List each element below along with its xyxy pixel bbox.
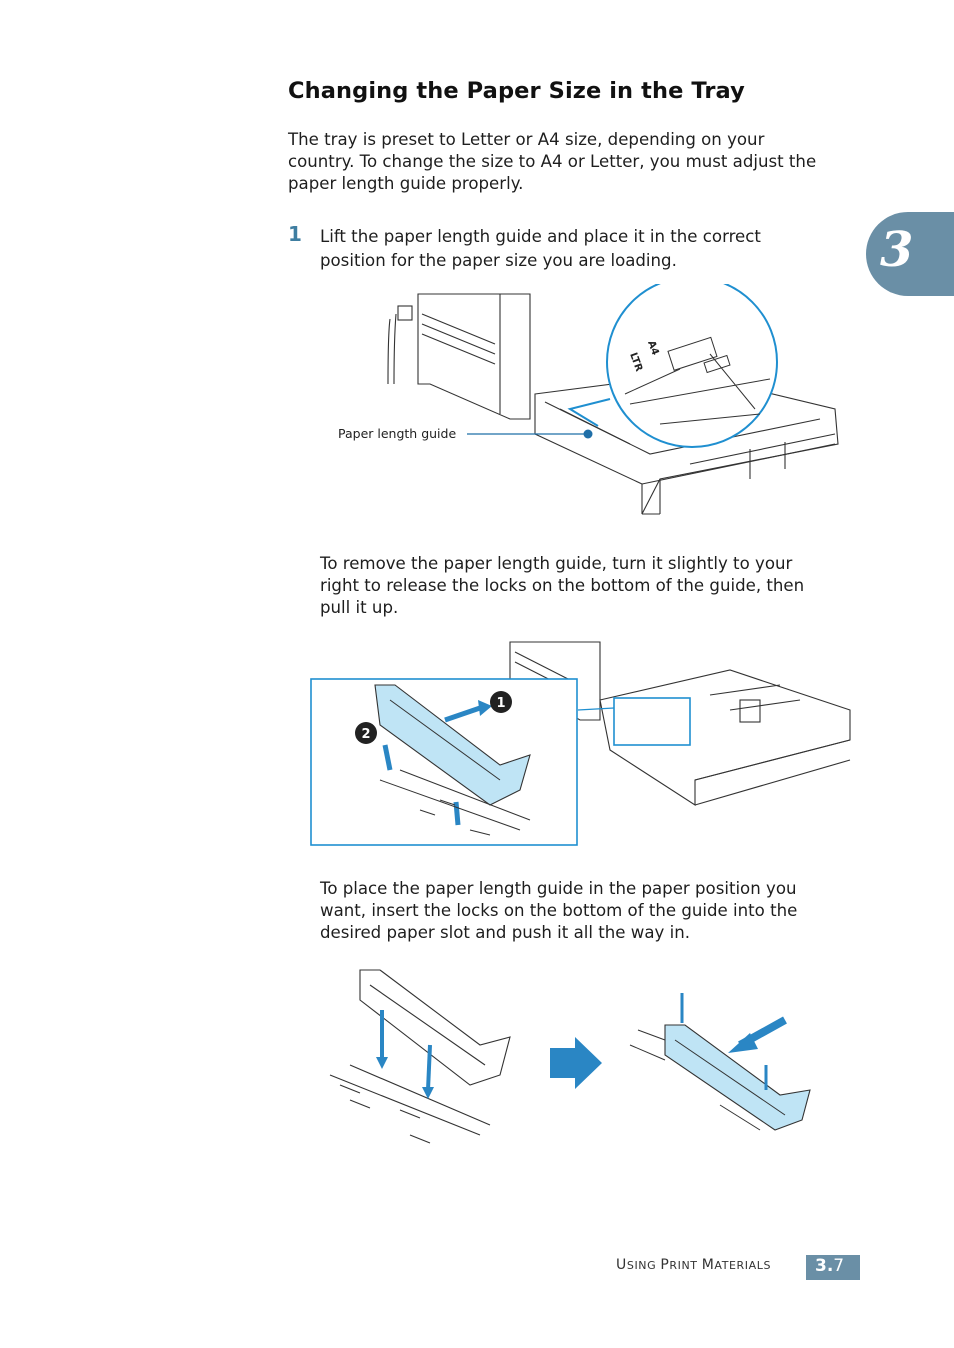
tray-illustration-3 — [329, 969, 811, 1144]
place-line: desired paper slot and push it all the w… — [320, 923, 690, 942]
page-chapter: 3. — [815, 1256, 834, 1276]
step1-line: Lift the paper length guide and place it… — [320, 227, 761, 246]
chapter-number: 3 — [880, 222, 914, 278]
section-heading: Changing the Paper Size in the Tray — [288, 78, 745, 104]
footer-char: ATERIALS — [714, 1259, 772, 1272]
callout-paper-length-guide: Paper length guide — [338, 426, 457, 441]
footer-char: M — [701, 1257, 715, 1273]
place-line: To place the paper length guide in the p… — [320, 879, 797, 898]
page-number-box — [806, 1255, 860, 1280]
page-index: 7 — [833, 1256, 845, 1276]
step1-text: Lift the paper length guide and place it… — [320, 225, 761, 273]
step-badge-1: 1 — [496, 696, 505, 711]
intro-line: The tray is preset to Letter or A4 size,… — [288, 130, 765, 149]
footer-char: U — [616, 1257, 627, 1273]
step-number: 1 — [288, 222, 302, 246]
footer-char: SING — [626, 1259, 661, 1272]
remove-paragraph: To remove the paper length guide, turn i… — [320, 553, 804, 619]
place-paragraph: To place the paper length guide in the p… — [320, 878, 797, 944]
intro-line: paper length guide properly. — [288, 174, 524, 193]
footer-section-title: USING PRINT MATERIALS — [616, 1257, 771, 1273]
remove-line: right to release the locks on the bottom… — [320, 576, 805, 595]
zoom-label-a4: A4 — [645, 339, 660, 357]
place-line: want, insert the locks on the bottom of … — [320, 901, 798, 920]
footer-char: RINT — [669, 1259, 702, 1272]
page-number: 3.7 — [815, 1256, 844, 1276]
chapter-tab — [866, 212, 954, 296]
intro-paragraph: The tray is preset to Letter or A4 size,… — [288, 129, 816, 195]
step1-line: position for the paper size you are load… — [320, 251, 677, 270]
remove-line: pull it up. — [320, 598, 399, 617]
tray-illustration-1: A4 LTR — [387, 284, 839, 515]
step-badge-2: 2 — [361, 727, 370, 742]
tray-illustration-2: 1 2 — [310, 641, 851, 846]
remove-line: To remove the paper length guide, turn i… — [320, 554, 793, 573]
footer-char: P — [660, 1257, 670, 1273]
intro-line: country. To change the size to A4 or Let… — [288, 152, 817, 171]
